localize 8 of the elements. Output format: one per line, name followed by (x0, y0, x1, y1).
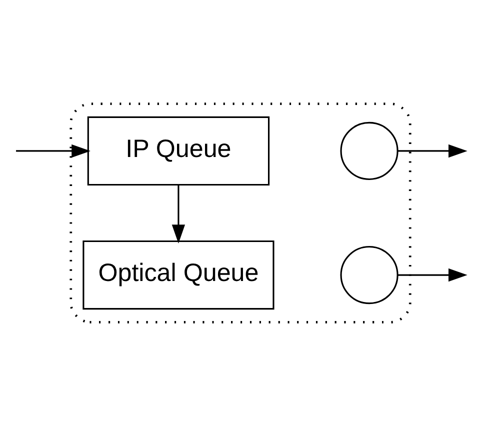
arrow (398, 144, 468, 158)
arrow (172, 184, 186, 244)
node-circle (340, 246, 398, 304)
arrow (16, 144, 90, 158)
node-circle (340, 122, 398, 180)
arrow (398, 268, 468, 282)
node-box: IP Queue (87, 116, 270, 186)
node-box: Optical Queue (82, 240, 274, 310)
